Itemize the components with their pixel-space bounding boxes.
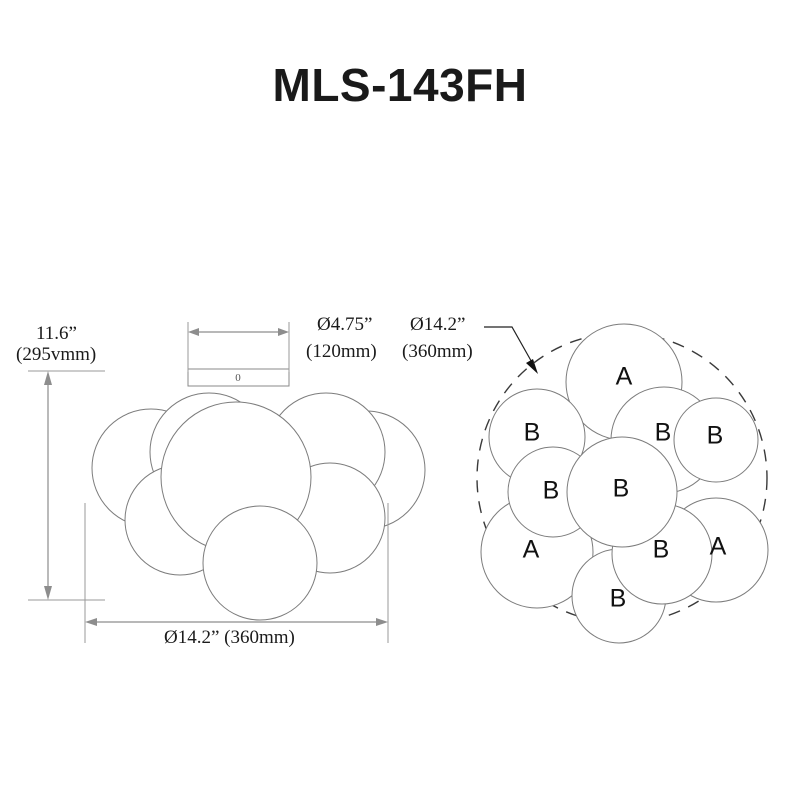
globe-label-northeast: B [655,419,672,447]
canopy-arrow-left [188,328,199,336]
height-arrow-top [44,371,52,385]
front-elevation-view: 0 [91,368,426,621]
canopy-plate [187,368,290,387]
height-dimension: 11.6” (295vmm) [16,323,105,601]
page-title: MLS-143FH [272,59,528,111]
canopy-metric-label: (120mm) [306,341,377,362]
top-diameter-metric-label: (360mm) [402,341,473,362]
globe-top-center [566,436,678,548]
front-width-dimension: Ø14.2” (360mm) [84,503,389,648]
top-diameter-leader-line [484,326,535,367]
globe-label-center: B [613,475,630,503]
width-arrow-right [376,618,388,626]
globe-label-southwest: A [523,536,540,564]
globe-label-south-inner: B [653,536,670,564]
height-imperial-label: 11.6” [36,323,77,344]
top-diameter-leader-arrowhead [526,359,538,374]
canopy-mark-label: 0 [235,372,241,384]
globe-label-southeast: A [710,533,727,561]
height-metric-label: (295vmm) [16,344,96,365]
canopy-imperial-label: Ø4.75” [317,314,372,335]
globe-top-east-small [673,397,759,483]
height-arrow-bottom [44,586,52,600]
canopy-arrow-right [278,328,289,336]
globe-label-inner-west: B [543,477,560,505]
front-width-label: Ø14.2” (360mm) [164,627,295,648]
canopy-diameter-dimension: Ø4.75” (120mm) [187,314,377,372]
globe-front-bottom [202,505,318,621]
top-view-diameter-callout: Ø14.2” (360mm) [402,314,538,374]
width-arrow-left [85,618,97,626]
top-plan-view: A B B B B B A B A B [476,323,769,644]
globe-label-northwest: B [524,419,541,447]
globe-label-east-small: B [707,422,724,450]
top-diameter-imperial-label: Ø14.2” [410,314,465,335]
globe-label-south: B [610,585,627,613]
globe-label-north: A [616,363,633,391]
